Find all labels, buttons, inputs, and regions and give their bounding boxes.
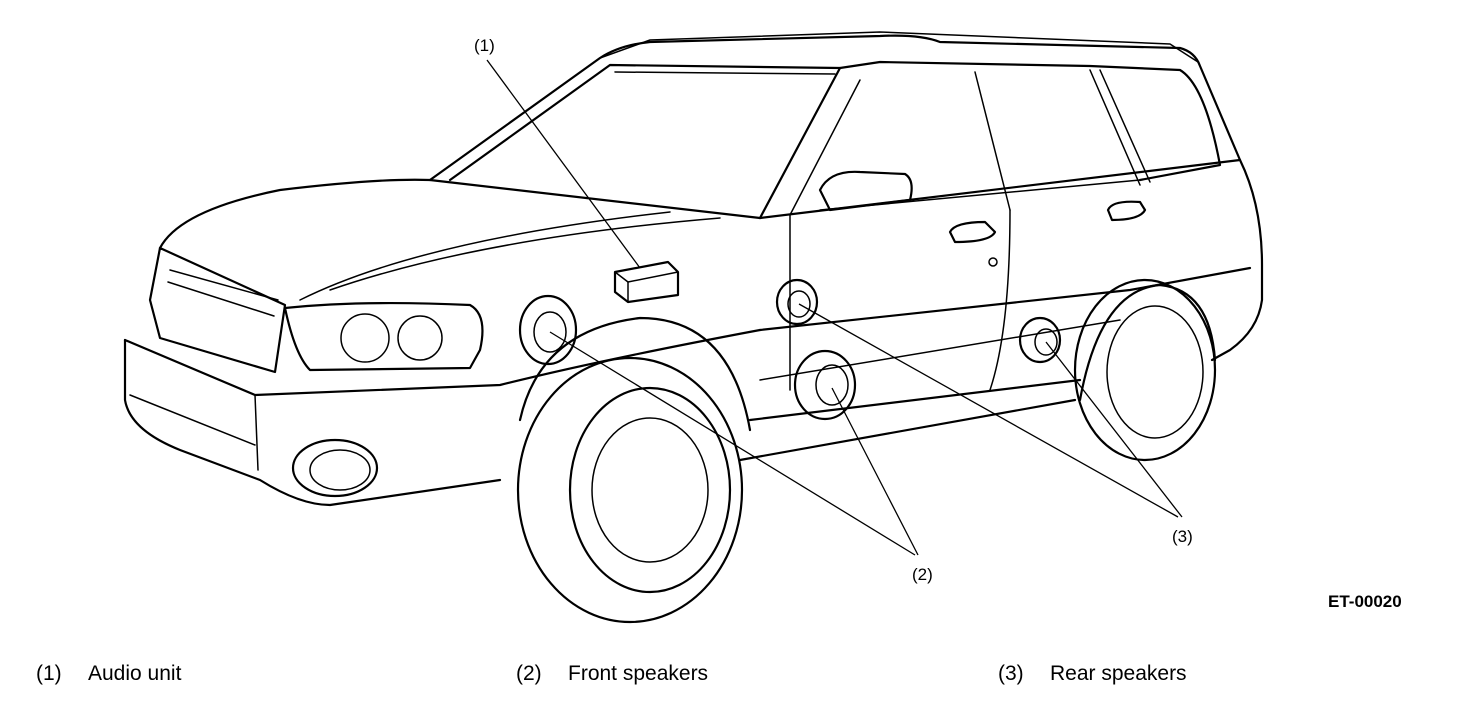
legend: (1) Audio unit (2) Front speakers (3) Rear … xyxy=(0,662,1472,692)
car-body xyxy=(123,31,1264,624)
front-speaker-door xyxy=(793,349,857,421)
leader-rear-speaker-2 xyxy=(1045,341,1183,518)
rear-speaker-rear-door xyxy=(1018,316,1062,364)
front-speaker-fender xyxy=(518,294,578,366)
audio-unit-part xyxy=(613,260,680,304)
rear-speaker-front-door xyxy=(775,278,819,326)
leader-front-speaker-2 xyxy=(831,387,919,556)
legend-item-front-speakers: (2) Front speakers xyxy=(516,662,708,686)
leader-audio-unit xyxy=(486,59,641,269)
legend-text: Rear speakers xyxy=(1050,662,1187,685)
legend-text: Front speakers xyxy=(568,662,709,685)
legend-item-rear-speakers: (3) Rear speakers xyxy=(998,662,1187,686)
leader-front-speaker-1 xyxy=(549,331,916,556)
leader-lines xyxy=(486,59,1183,556)
legend-num: (1) xyxy=(36,662,62,685)
callout-rear-speakers: (3) xyxy=(1172,527,1193,546)
legend-num: (2) xyxy=(516,662,542,685)
figure-id: ET-00020 xyxy=(1328,592,1402,611)
legend-text: Audio unit xyxy=(88,662,182,685)
callout-front-speakers: (2) xyxy=(912,565,933,584)
leader-rear-speaker-1 xyxy=(798,303,1179,518)
legend-num: (3) xyxy=(998,662,1024,685)
callout-audio-unit: (1) xyxy=(474,36,495,55)
legend-item-audio-unit: (1) Audio unit xyxy=(36,662,181,686)
